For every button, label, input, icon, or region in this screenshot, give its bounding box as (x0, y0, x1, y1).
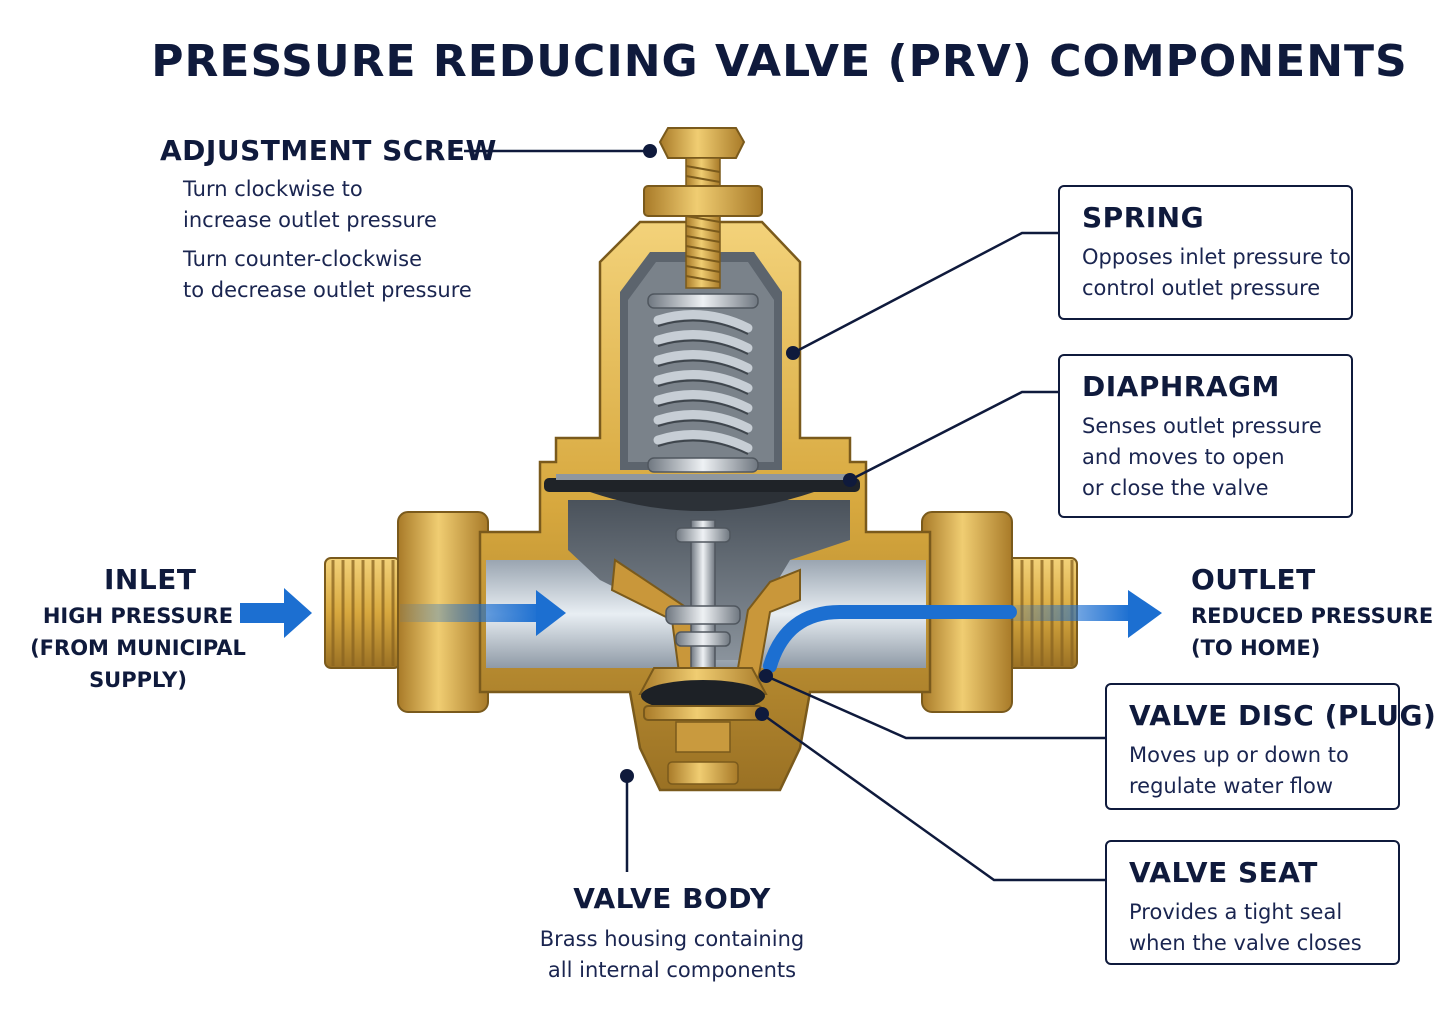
diaphragm-callout: DIAPHRAGM Senses outlet pressure and mov… (1058, 354, 1353, 518)
valve-disc-heading: VALVE DISC (PLUG) (1129, 699, 1437, 732)
spring-callout: SPRING Opposes inlet pressure to control… (1058, 185, 1353, 320)
valve-seat-line-1: Provides a tight seal (1129, 900, 1343, 924)
dot-adjustment-screw (643, 144, 657, 158)
inlet-line-3: SUPPLY) (89, 668, 187, 692)
diaphragm-heading: DIAPHRAGM (1082, 370, 1280, 403)
inlet-line-1: HIGH PRESSURE (42, 604, 234, 628)
diaphragm-line-2: and moves to open (1082, 445, 1285, 469)
spring (647, 293, 759, 473)
valve-seat (643, 705, 763, 721)
spring-line-2: control outlet pressure (1082, 276, 1321, 300)
leader-valve-seat (761, 712, 1105, 882)
adjustment-screw-heading: ADJUSTMENT SCREW (160, 134, 497, 167)
valve-body-line-2: all internal components (547, 958, 797, 982)
inlet-flow-arrow (240, 588, 312, 638)
page-title: PRESSURE REDUCING VALVE (PRV) COMPONENTS (151, 36, 1408, 87)
valve-seat-line-2: when the valve closes (1129, 931, 1362, 955)
valve-disc-line-1: Moves up or down to (1129, 743, 1349, 767)
diaphragm-line-1: Senses outlet pressure (1082, 414, 1322, 438)
outlet-line-2: (TO HOME) (1191, 636, 1321, 660)
valve-seat-heading: VALVE SEAT (1129, 856, 1318, 889)
valve-disc-callout: VALVE DISC (PLUG) Moves up or down to re… (1105, 683, 1437, 810)
dot-valve-disc (759, 669, 773, 683)
spring-line-1: Opposes inlet pressure to (1082, 245, 1351, 269)
diaphragm (544, 474, 860, 511)
spring-heading: SPRING (1082, 201, 1205, 234)
outlet-flow-path (763, 590, 1162, 673)
adjustment-screw (643, 127, 763, 289)
adjustment-screw-line-1: Turn clockwise to (183, 177, 363, 201)
leader-valve-disc (765, 674, 1105, 740)
inlet-line-2: (FROM MUNICIPAL (30, 636, 246, 660)
valve-stem (665, 519, 741, 681)
outlet-line-1: REDUCED PRESSURE (1191, 604, 1434, 628)
adjustment-screw-line-4: to decrease outlet pressure (183, 278, 472, 302)
valve-disc-line-2: regulate water flow (1129, 774, 1334, 798)
dot-valve-body (620, 769, 634, 783)
valve-body-heading: VALVE BODY (573, 882, 771, 915)
valve-body-line-1: Brass housing containing (539, 927, 805, 951)
dot-diaphragm (843, 473, 857, 487)
diaphragm-line-3: or close the valve (1082, 476, 1269, 500)
valve-disc-seal (641, 680, 765, 712)
dot-spring (786, 346, 800, 360)
inlet-heading: INLET (104, 563, 197, 596)
inlet-threads (324, 557, 401, 669)
leader-spring (792, 231, 1058, 355)
inlet-inner-flow-arrow (400, 590, 566, 636)
adjustment-screw-line-3: Turn counter-clockwise (183, 247, 423, 271)
leader-diaphragm (849, 390, 1058, 482)
adjustment-screw-line-2: increase outlet pressure (183, 208, 437, 232)
dot-valve-seat (755, 707, 769, 721)
valve-seat-callout: VALVE SEAT Provides a tight seal when th… (1105, 840, 1400, 965)
outlet-heading: OUTLET (1191, 563, 1316, 596)
